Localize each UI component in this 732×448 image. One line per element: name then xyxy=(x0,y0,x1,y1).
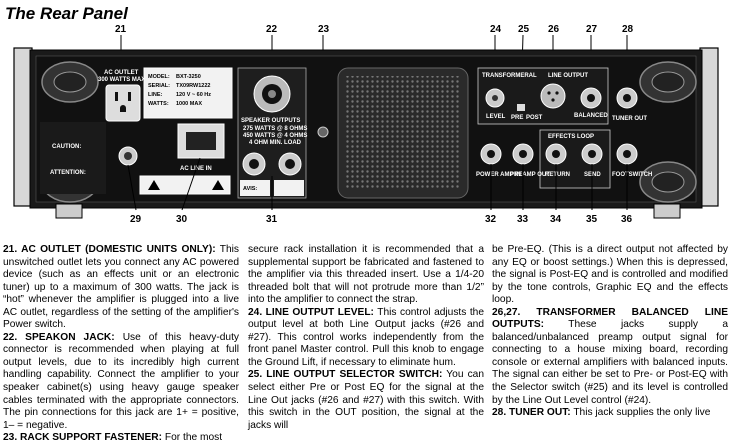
serial-label: SERIAL: xyxy=(148,83,170,89)
post-label: POST xyxy=(526,115,543,121)
heading-28: 28. TUNER OUT: xyxy=(492,407,571,419)
text-column-1: 21. AC OUTLET (DOMESTIC UNITS ONLY): Thi… xyxy=(3,244,239,445)
paragraph-26-27: 26,27. TRANSFORMER BALANCED LINE OUTPUTS… xyxy=(492,307,728,407)
paragraph-23-cont: secure rack installation it is recommend… xyxy=(248,244,484,306)
rear-panel-illustration: 21 22 23 24 25 26 27 28 AC OUTLET 300 WA… xyxy=(13,24,719,225)
transformer-label: TRANSFORMERAL xyxy=(482,73,537,79)
callout-36: 36 xyxy=(621,214,633,225)
line-value: 120 V ~ 60 Hz xyxy=(176,92,211,98)
tuner-out-label: TUNER OUT xyxy=(612,116,647,122)
body-25: You can select either Pre or Post EQ for… xyxy=(248,369,484,431)
heading-24: 24. LINE OUTPUT LEVEL: xyxy=(248,306,374,318)
heading-26-27: 26,27. TRANSFORMER BALANCED LINE OUTPUTS… xyxy=(492,306,728,331)
send-label: SEND xyxy=(584,172,601,178)
callout-33: 33 xyxy=(517,214,529,225)
speaker-spec-2: 450 WATTS @ 4 OHMS xyxy=(243,133,307,139)
line-output-label: LINE OUTPUT xyxy=(548,73,588,79)
callout-27: 27 xyxy=(586,24,598,35)
callout-26: 26 xyxy=(548,24,560,35)
callout-22: 22 xyxy=(266,24,278,35)
level-label: LEVEL xyxy=(486,114,506,120)
body-28: This jack supplies the only live xyxy=(570,407,711,419)
body-24: This control adjusts the output level at… xyxy=(248,306,484,368)
callout-30: 30 xyxy=(176,214,188,225)
text-column-3: be Pre-EQ. (This is a direct output not … xyxy=(492,244,728,420)
callout-35: 35 xyxy=(586,214,598,225)
model-value: BXT-3250 xyxy=(176,74,201,80)
paragraph-21: 21. AC OUTLET (DOMESTIC UNITS ONLY): Thi… xyxy=(3,244,239,332)
paragraph-25-cont: be Pre-EQ. (This is a direct output not … xyxy=(492,244,728,306)
balanced-label: BALANCED xyxy=(574,113,608,119)
callout-34: 34 xyxy=(550,214,562,225)
line-label: LINE: xyxy=(148,92,163,98)
paragraph-23: 23. RACK SUPPORT FASTENER: For the most xyxy=(3,432,239,445)
watts-value: 1000 MAX xyxy=(176,101,202,107)
watts-label: WATTS: xyxy=(148,101,169,107)
serial-value: TX09RW1222 xyxy=(176,83,210,89)
speaker-spec-3: 4 OHM MIN. LOAD xyxy=(249,140,302,146)
power-amp-in-label: POWER AMP IN xyxy=(476,172,521,178)
ac-watts-label: 300 WATTS MAX. xyxy=(98,77,147,83)
model-label: MODEL: xyxy=(148,74,170,80)
callout-29: 29 xyxy=(130,214,142,225)
heading-21: 21. AC OUTLET (DOMESTIC UNITS ONLY): xyxy=(3,244,216,255)
effects-loop-label: EFFECTS LOOP xyxy=(548,134,594,140)
caution-label: CAUTION: xyxy=(52,144,81,150)
description-columns: 21. AC OUTLET (DOMESTIC UNITS ONLY): Thi… xyxy=(3,244,729,448)
body-22: Use of this heavy-duty connector is reco… xyxy=(3,331,239,431)
speaker-outputs-label: SPEAKER OUTPUTS xyxy=(241,118,300,124)
heading-23: 23. RACK SUPPORT FASTENER: xyxy=(3,432,163,444)
callout-24: 24 xyxy=(490,24,502,35)
heading-25: 25. LINE OUTPUT SELECTOR SWITCH: xyxy=(248,369,443,381)
body-26-27: These jacks supply a balanced/unbalanced… xyxy=(492,319,728,406)
paragraph-24: 24. LINE OUTPUT LEVEL: This control adju… xyxy=(248,307,484,370)
callout-28: 28 xyxy=(622,24,634,35)
speaker-spec-1: 275 WATTS @ 8 OHMS xyxy=(243,126,307,132)
preamp-out-label: PREAMP OUT xyxy=(510,172,550,178)
return-label: RETURN xyxy=(545,172,570,178)
body-21: This unswitched outlet lets you connect … xyxy=(3,244,239,331)
callout-25: 25 xyxy=(518,24,530,35)
page-title: The Rear Panel xyxy=(5,4,128,23)
paragraph-28: 28. TUNER OUT: This jack supplies the on… xyxy=(492,407,728,420)
callout-32: 32 xyxy=(485,214,497,225)
heading-22: 22. SPEAKON JACK: xyxy=(3,331,115,343)
text-column-2: secure rack installation it is recommend… xyxy=(248,244,484,432)
callout-31: 31 xyxy=(266,214,278,225)
callout-21: 21 xyxy=(115,24,127,35)
callout-23: 23 xyxy=(318,24,330,35)
avis-label: AVIS: xyxy=(243,186,257,192)
paragraph-22: 22. SPEAKON JACK: Use of this heavy-duty… xyxy=(3,332,239,432)
footswitch-label: FOOTSWITCH xyxy=(612,172,652,178)
body-23: For the most xyxy=(162,432,223,444)
paragraph-25: 25. LINE OUTPUT SELECTOR SWITCH: You can… xyxy=(248,369,484,432)
attention-label: ATTENTION: xyxy=(50,170,86,176)
ac-outlet-label: AC OUTLET xyxy=(104,70,139,76)
pre-label: PRE xyxy=(511,115,523,121)
